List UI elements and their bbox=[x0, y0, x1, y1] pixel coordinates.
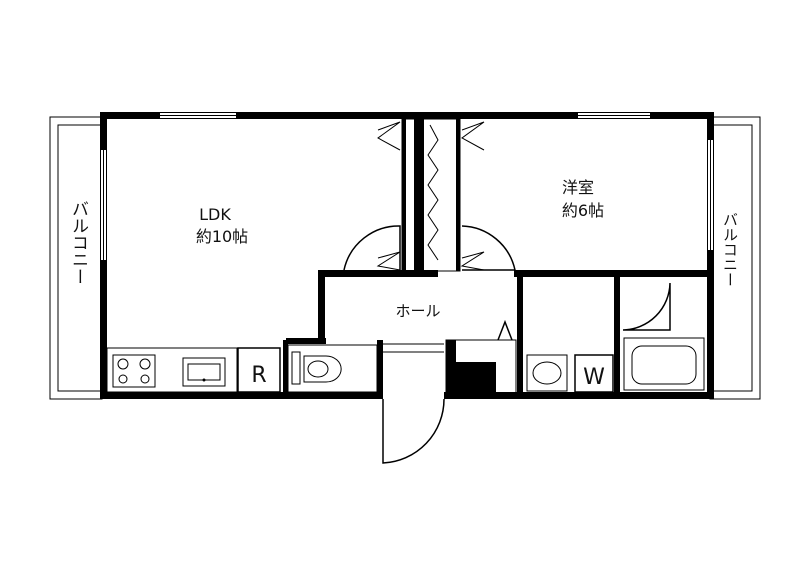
interior-walls bbox=[283, 119, 714, 397]
outer-walls bbox=[100, 112, 714, 399]
western-room-size: 約6帖 bbox=[562, 201, 604, 220]
doors bbox=[343, 225, 671, 464]
ldk-name: LDK bbox=[199, 205, 231, 224]
wash-basin bbox=[526, 354, 568, 392]
balcony-right-label: バルコニー bbox=[721, 212, 739, 287]
kitchen-counter bbox=[106, 347, 238, 393]
bathtub bbox=[623, 337, 705, 391]
washer-label: W bbox=[583, 365, 605, 390]
refrigerator-label: R bbox=[251, 363, 266, 388]
toilet bbox=[287, 344, 378, 393]
hall-name: ホール bbox=[395, 302, 440, 320]
windows bbox=[101, 113, 713, 260]
entrance-step bbox=[383, 343, 444, 353]
closet bbox=[376, 118, 485, 272]
western-room-name: 洋室 bbox=[562, 178, 594, 197]
washer-space: W bbox=[574, 354, 614, 393]
balcony-left-label: バルコニー bbox=[68, 200, 88, 285]
ldk-size: 約10帖 bbox=[196, 227, 248, 246]
refrigerator-space: R bbox=[237, 347, 281, 393]
